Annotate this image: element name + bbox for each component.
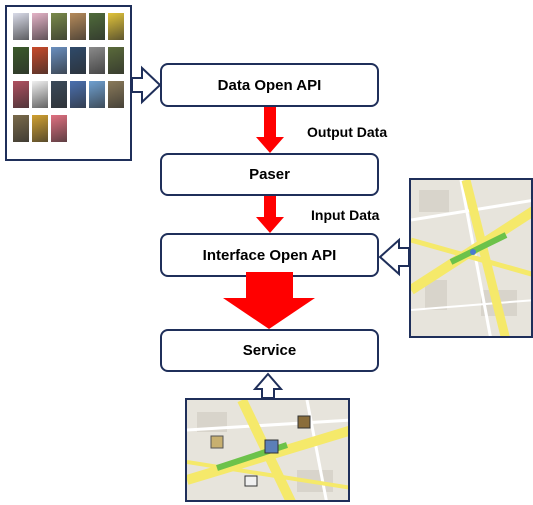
flower-photo-thumbnail — [108, 13, 124, 40]
flower-photo-thumbnail — [13, 81, 29, 108]
flower-photo-thumbnail — [89, 81, 105, 108]
map-image-bottom — [185, 398, 350, 502]
data-open-api-label: Data Open API — [217, 76, 322, 94]
flower-photo-thumbnail — [51, 47, 67, 74]
flower-photo-thumbnail — [51, 81, 67, 108]
parser-box: Paser — [160, 153, 379, 196]
flower-photo-thumbnail — [51, 13, 67, 40]
flower-photo-thumbnail — [70, 47, 86, 74]
flower-photo-thumbnail — [70, 81, 86, 108]
flower-photo-thumbnail — [32, 115, 48, 142]
flower-photo-thumbnail — [13, 13, 29, 40]
big-red-arrow-icon — [223, 272, 315, 329]
map-bottom-drawing — [187, 400, 348, 500]
service-label: Service — [242, 342, 297, 359]
flower-photo-thumbnail — [32, 81, 48, 108]
interface-open-api-label: Interface Open API — [202, 246, 337, 264]
hollow-arrow-up-icon — [252, 372, 284, 399]
flower-photo-thumbnail — [89, 13, 105, 40]
output-data-label: Output Data — [307, 124, 388, 140]
data-open-api-box: Data Open API — [160, 63, 379, 107]
map-image-right — [409, 178, 533, 338]
flower-photo-thumbnail — [32, 13, 48, 40]
flower-photo-thumbnail — [108, 47, 124, 74]
flower-photo-thumbnail — [108, 81, 124, 108]
flower-photo-thumbnail — [89, 47, 105, 74]
interface-open-api-box: Interface Open API — [160, 233, 379, 277]
hollow-arrow-right-icon — [131, 65, 162, 105]
flower-photo-thumbnail — [13, 47, 29, 74]
flower-photo-grid — [5, 5, 132, 161]
flower-photo-thumbnail — [13, 115, 29, 142]
flower-photo-thumbnail — [70, 13, 86, 40]
red-arrow-input-icon — [256, 196, 284, 233]
flower-photo-thumbnail — [51, 115, 67, 142]
input-data-label: Input Data — [311, 207, 380, 223]
service-box: Service — [160, 329, 379, 372]
flower-photo-thumbnail — [32, 47, 48, 74]
red-arrow-output-icon — [256, 107, 284, 153]
map-right-drawing — [411, 180, 531, 336]
hollow-arrow-left-icon — [378, 237, 410, 277]
parser-label: Paser — [249, 166, 290, 183]
